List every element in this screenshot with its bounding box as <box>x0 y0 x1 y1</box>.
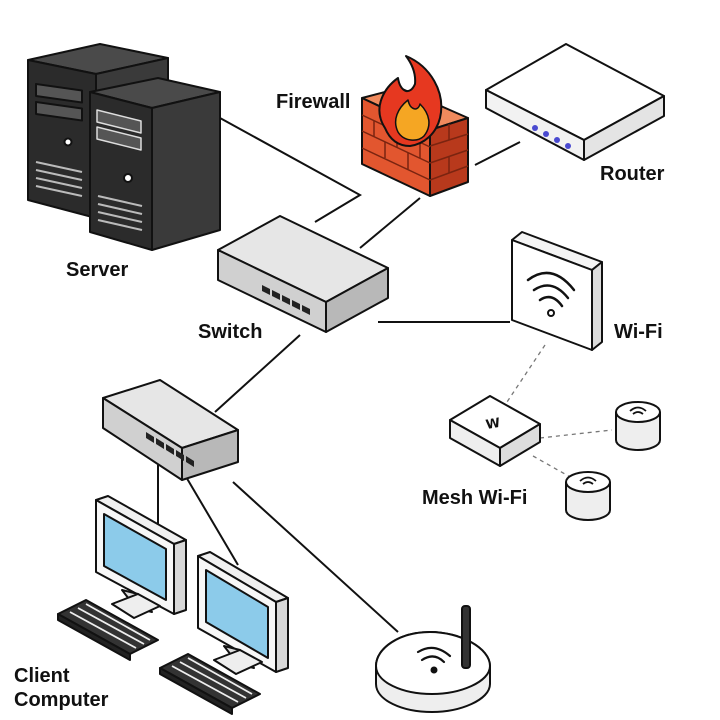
connections <box>157 117 521 633</box>
keyboard-icon <box>159 653 261 715</box>
switch-icon <box>217 215 389 333</box>
label-server: Server <box>66 259 129 281</box>
wireless-links <box>504 344 613 479</box>
link-firewall-router <box>474 141 521 166</box>
access-switch-icon <box>102 379 239 481</box>
mesh-node-icon <box>615 401 661 451</box>
label-client-computer-line1: Client <box>14 665 70 687</box>
monitor-icon <box>197 551 289 675</box>
firewall-icon <box>361 55 469 197</box>
label-client-computer: Client Computer <box>14 664 108 712</box>
label-router: Router <box>600 163 665 185</box>
monitor-icon <box>95 495 187 619</box>
link-mesh-node2 <box>532 455 573 479</box>
label-switch: Switch <box>198 321 263 343</box>
link-firewall-switch <box>359 197 421 249</box>
wifi-access-point-icon <box>511 231 603 351</box>
mesh-node-icon <box>565 471 611 521</box>
router-icon <box>485 43 665 161</box>
server-icon <box>27 43 221 251</box>
svg-text:W: W <box>485 416 502 433</box>
link-server-switch <box>219 117 363 223</box>
keyboard-icon <box>57 599 159 661</box>
link-switch-access-switch <box>214 334 301 413</box>
link-wifi-mesh <box>504 344 546 406</box>
label-firewall: Firewall <box>276 91 351 113</box>
link-access-switch-client2 <box>181 469 239 566</box>
label-mesh-wifi: Mesh Wi-Fi <box>422 487 528 509</box>
link-access-switch-wireless-router <box>232 481 399 633</box>
link-mesh-node1 <box>539 429 613 439</box>
mesh-hub-icon: W <box>449 395 541 467</box>
wireless-router-icon <box>375 605 491 713</box>
label-client-computer-line2: Computer <box>14 689 109 711</box>
label-wifi: Wi-Fi <box>614 321 663 343</box>
